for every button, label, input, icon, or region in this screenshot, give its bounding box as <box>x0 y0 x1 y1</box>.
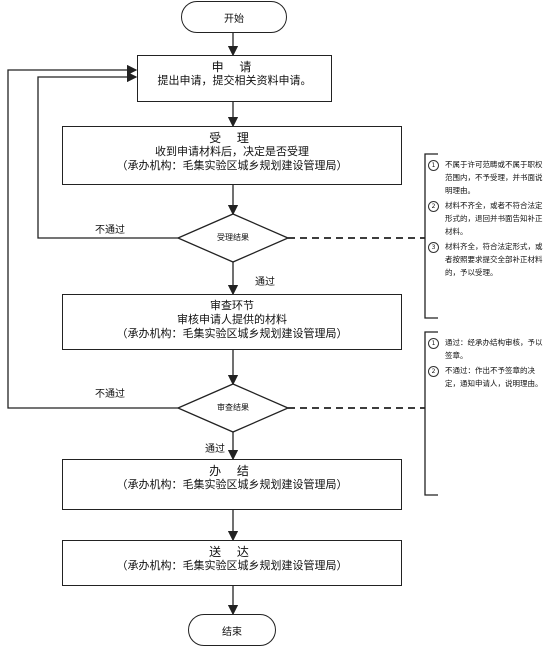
note-number: 1 <box>428 338 439 349</box>
handle-title: 办 结 <box>209 464 255 478</box>
deliver-agency: （承办机构：毛集实验区城乡规划建设管理局） <box>116 559 348 572</box>
note-text: 材料齐全，符合法定形式，或者按照要求提交全部补正材料的，予以受理。 <box>445 242 543 277</box>
end-label: 结束 <box>222 626 242 638</box>
start-terminal: 开始 <box>181 1 287 33</box>
note-number: 2 <box>428 201 439 212</box>
note-text: 不属于许可范畴或不属于职权范围内，不予受理，并书面说明理由。 <box>445 160 543 195</box>
review-title: 审查环节 <box>210 299 254 312</box>
notes-acceptance: 1 不属于许可范畴或不属于职权范围内，不予受理，并书面说明理由。 2 材料不齐全… <box>428 158 548 281</box>
note-item: 1 不属于许可范畴或不属于职权范围内，不予受理，并书面说明理由。 <box>428 158 548 197</box>
note-text: 通过：经承办结构审核，予以签章。 <box>445 338 543 360</box>
accept-agency: （承办机构：毛集实验区城乡规划建设管理局） <box>116 159 348 172</box>
decision-diamond-2 <box>176 383 290 433</box>
note-text: 不通过：作出不予签章的决定，通知申请人，说明理由。 <box>445 366 543 388</box>
accept-title: 受 理 <box>209 131 255 145</box>
decision2-label: 审查结果 <box>217 403 249 412</box>
deliver-box: 送 达 （承办机构：毛集实验区城乡规划建设管理局） <box>62 540 402 586</box>
decision2-pass-label: 通过 <box>205 444 225 455</box>
review-box: 审查环节 审核申请人提供的材料 （承办机构：毛集实验区城乡规划建设管理局） <box>62 294 402 350</box>
note-item: 1 通过：经承办结构审核，予以签章。 <box>428 336 548 362</box>
handle-box: 办 结 （承办机构：毛集实验区城乡规划建设管理局） <box>62 459 402 510</box>
review-agency: （承办机构：毛集实验区城乡规划建设管理局） <box>116 327 348 340</box>
note-item: 2 不通过：作出不予签章的决定，通知申请人，说明理由。 <box>428 364 548 390</box>
start-label: 开始 <box>224 13 244 25</box>
note-number: 1 <box>428 160 439 171</box>
deliver-title: 送 达 <box>209 545 255 559</box>
accept-desc: 收到申请材料后，决定是否受理 <box>155 145 309 158</box>
apply-desc: 提出申请，提交相关资料申请。 <box>157 74 312 87</box>
decision-diamond-1 <box>176 213 290 263</box>
decision2-fail-label: 不通过 <box>95 389 125 400</box>
end-terminal: 结束 <box>188 614 276 646</box>
apply-box: 申 请 提出申请，提交相关资料申请。 <box>137 55 332 102</box>
handle-agency: （承办机构：毛集实验区城乡规划建设管理局） <box>116 478 348 491</box>
note-text: 材料不齐全，或者不符合法定形式的，退回并书面告知补正材料。 <box>445 201 543 236</box>
decision1-pass-label: 通过 <box>255 277 275 288</box>
decision1-fail-label: 不通过 <box>95 225 125 236</box>
note-item: 2 材料不齐全，或者不符合法定形式的，退回并书面告知补正材料。 <box>428 199 548 238</box>
apply-title: 申 请 <box>211 60 258 74</box>
decision1-label: 受理结果 <box>217 233 249 242</box>
review-desc: 审核申请人提供的材料 <box>177 313 287 326</box>
note-number: 2 <box>428 366 439 377</box>
note-number: 3 <box>428 242 439 253</box>
notes-review: 1 通过：经承办结构审核，予以签章。 2 不通过：作出不予签章的决定，通知申请人… <box>428 336 548 392</box>
note-item: 3 材料齐全，符合法定形式，或者按照要求提交全部补正材料的，予以受理。 <box>428 240 548 279</box>
accept-box: 受 理 收到申请材料后，决定是否受理 （承办机构：毛集实验区城乡规划建设管理局） <box>62 126 402 185</box>
